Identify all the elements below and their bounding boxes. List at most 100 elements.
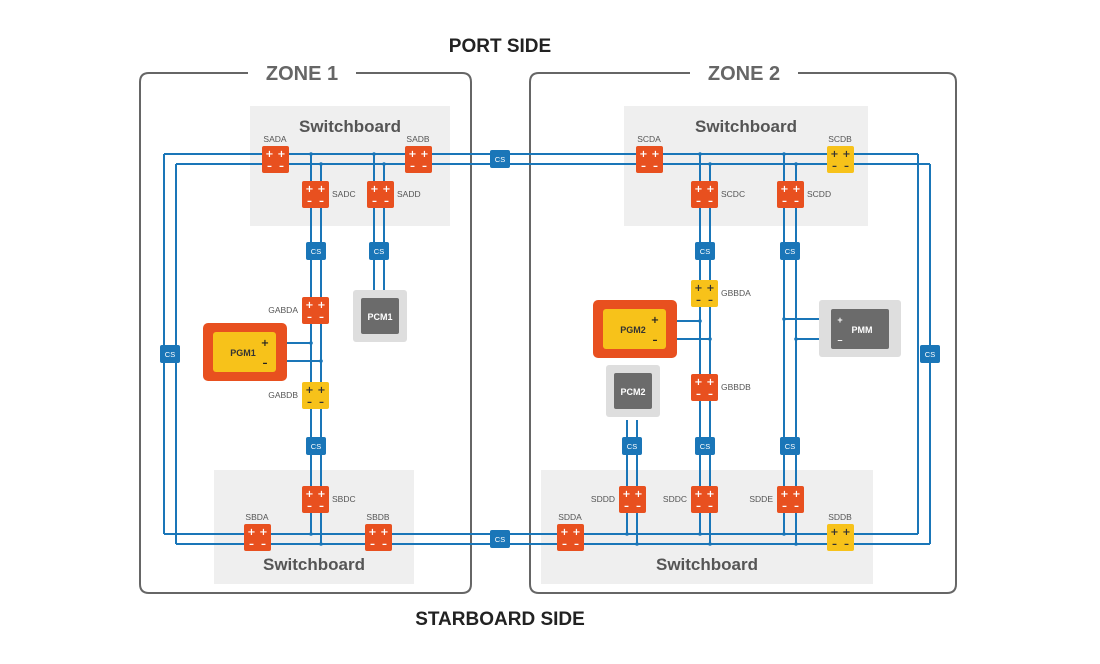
breaker-sada[interactable]: ++––SADA: [262, 134, 289, 173]
breaker-body: [691, 181, 718, 208]
minus-sign: –: [370, 539, 375, 550]
cs-label: CS: [925, 350, 935, 359]
minus-sign: –: [249, 539, 254, 550]
switchboard-title: Switchboard: [695, 117, 797, 136]
breaker-label: SDDB: [828, 512, 852, 522]
plus-sign: +: [317, 300, 325, 311]
switchboard-title: Switchboard: [299, 117, 401, 136]
breaker-sddd[interactable]: ++––SDDD: [591, 486, 646, 513]
cs-switch[interactable]: CS: [490, 150, 510, 168]
minus-sign: –: [696, 389, 701, 400]
cs-switch[interactable]: CS: [780, 242, 800, 260]
plus-sign: +: [694, 489, 702, 500]
cs-label: CS: [165, 350, 175, 359]
cs-switch[interactable]: CS: [780, 437, 800, 455]
cs-label: CS: [374, 247, 384, 256]
plus-sign: +: [706, 184, 714, 195]
plus-sign: +: [305, 184, 313, 195]
minus-sign: –: [382, 539, 387, 550]
cs-label: CS: [785, 247, 795, 256]
breaker-body: [244, 524, 271, 551]
plus-sign: +: [622, 489, 630, 500]
minus-sign: –: [319, 312, 324, 323]
breaker-label: SCDB: [828, 134, 852, 144]
zone-1-title: ZONE 1: [266, 63, 338, 85]
breaker-sadb[interactable]: ++––SADB: [405, 134, 432, 173]
breaker-sbda[interactable]: ++––SBDA: [244, 512, 271, 551]
plus-sign: +: [792, 184, 800, 195]
pcm1-module: PCM1: [353, 289, 407, 342]
breaker-body: [691, 280, 718, 307]
breaker-gabdb[interactable]: ++––GABDB: [268, 382, 329, 409]
breaker-body: [405, 146, 432, 173]
breaker-gabda[interactable]: ++––GABDA: [268, 297, 329, 324]
breaker-body: [636, 146, 663, 173]
cs-label: CS: [700, 442, 710, 451]
breaker-scda[interactable]: ++––SCDA: [636, 134, 663, 173]
breaker-sddc[interactable]: ++––SDDC: [663, 486, 718, 513]
cs-switch[interactable]: CS: [622, 437, 642, 455]
breaker-body: [827, 524, 854, 551]
zone-2-title: ZONE 2: [708, 63, 780, 85]
plus-sign: +: [634, 489, 642, 500]
breaker-gbbdb[interactable]: ++––GBBDB: [691, 374, 751, 401]
cs-switch[interactable]: CS: [160, 345, 180, 363]
plus-sign: +: [317, 489, 325, 500]
breaker-body: [302, 382, 329, 409]
plus-sign: +: [651, 315, 659, 326]
minus-sign: –: [708, 295, 713, 306]
breaker-sdde[interactable]: ++––SDDE: [749, 486, 804, 513]
breaker-sadc[interactable]: ++––SADC: [302, 181, 356, 208]
plus-sign: +: [317, 385, 325, 396]
cs-switch[interactable]: CS: [369, 242, 389, 260]
breaker-label: SDDC: [663, 494, 687, 504]
breaker-body: [302, 181, 329, 208]
breaker-label: SCDD: [807, 189, 831, 199]
pcm2-label: PCM2: [620, 387, 645, 397]
breaker-sbdc[interactable]: ++––SBDC: [302, 486, 356, 513]
breaker-sdda[interactable]: ++––SDDA: [557, 512, 584, 551]
breaker-scdb[interactable]: ++––SCDB: [827, 134, 854, 173]
breaker-label: SADC: [332, 189, 356, 199]
plus-sign: +: [317, 184, 325, 195]
cs-switch[interactable]: CS: [695, 242, 715, 260]
minus-sign: –: [279, 161, 284, 172]
cs-switch[interactable]: CS: [490, 530, 510, 548]
pcm2-module: PCM2: [606, 365, 660, 417]
minus-sign: –: [319, 196, 324, 207]
junction-dots: [309, 152, 798, 546]
breaker-label: GABDB: [268, 390, 298, 400]
cs-switch[interactable]: CS: [695, 437, 715, 455]
breaker-body: [302, 486, 329, 513]
port-side-label: PORT SIDE: [449, 36, 551, 57]
minus-sign: –: [653, 335, 658, 346]
breaker-body: [777, 486, 804, 513]
breaker-label: SCDC: [721, 189, 745, 199]
breaker-body: [262, 146, 289, 173]
switchboard-title: Switchboard: [656, 555, 758, 574]
breaker-label: SBDB: [366, 512, 389, 522]
breaker-gbbda[interactable]: ++––GBBDA: [691, 280, 751, 307]
breaker-body: [777, 181, 804, 208]
plus-sign: +: [259, 527, 267, 538]
cs-switch[interactable]: CS: [920, 345, 940, 363]
plus-sign: +: [560, 527, 568, 538]
cs-switch[interactable]: CS: [306, 437, 326, 455]
minus-sign: –: [641, 161, 646, 172]
minus-sign: –: [562, 539, 567, 550]
starboard-side-label: STARBOARD SIDE: [415, 609, 585, 630]
breaker-sbdb[interactable]: ++––SBDB: [365, 512, 392, 551]
breaker-sddb[interactable]: ++––SDDB: [827, 512, 854, 551]
cs-switch[interactable]: CS: [306, 242, 326, 260]
plus-sign: +: [572, 527, 580, 538]
minus-sign: –: [319, 501, 324, 512]
breaker-scdc[interactable]: ++––SCDC: [691, 181, 745, 208]
breaker-body: [302, 297, 329, 324]
plus-sign: +: [694, 184, 702, 195]
breaker-sadd[interactable]: ++––SADD: [367, 181, 421, 208]
plus-sign: +: [420, 149, 428, 160]
breaker-scdd[interactable]: ++––SCDD: [777, 181, 831, 208]
switchboard-title: Switchboard: [263, 555, 365, 574]
minus-sign: –: [782, 501, 787, 512]
